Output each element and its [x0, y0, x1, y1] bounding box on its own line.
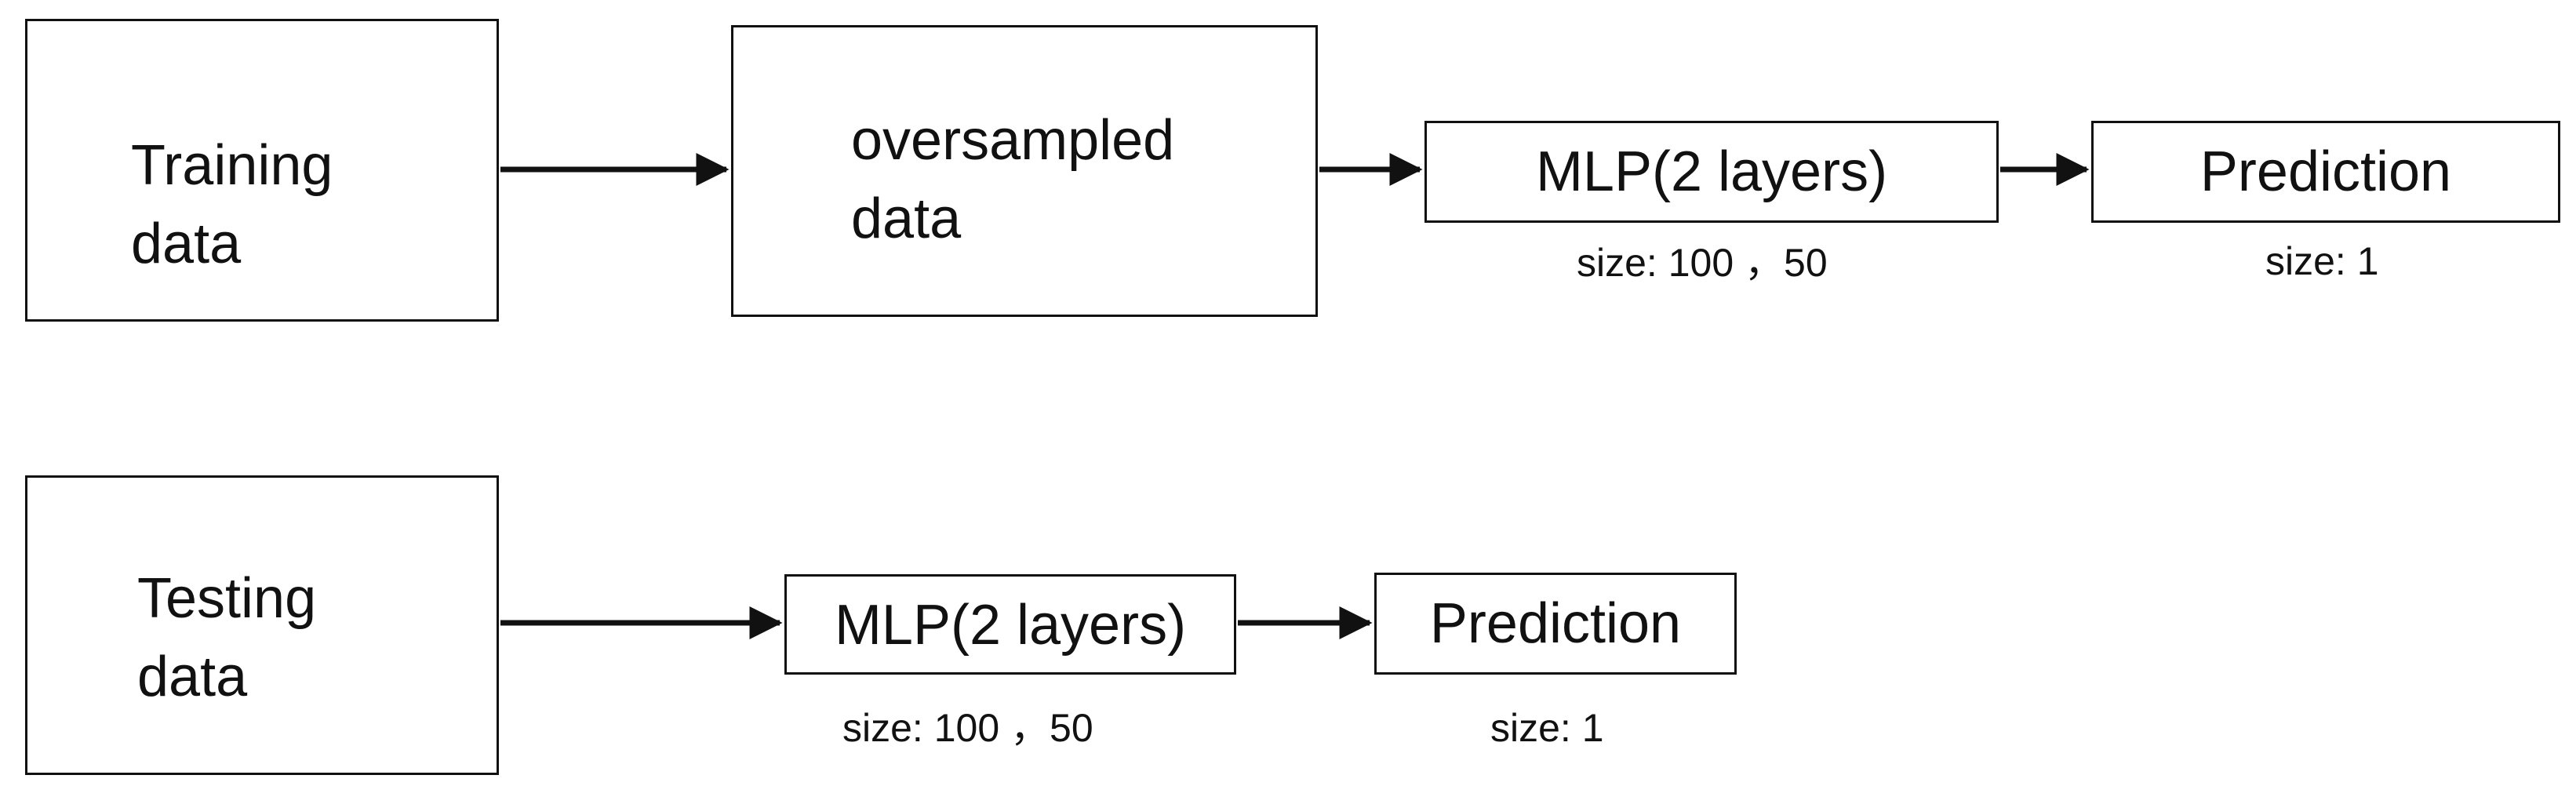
prediction-size-caption-test: size: 1: [1490, 706, 1604, 750]
mlp-label-test: MLP(2 layers): [834, 594, 1187, 657]
training-data-label-line2: data: [131, 213, 242, 275]
oversampled-data-label-line1: oversampled: [851, 109, 1175, 172]
mlp-size-caption-train: size: 100 ，50: [1577, 241, 1828, 285]
prediction-box-train: Prediction: [2091, 121, 2560, 223]
training-data-box: Training data: [25, 19, 499, 322]
mlp-box-test: MLP(2 layers): [784, 574, 1236, 675]
testing-data-label-line1: Testing: [137, 567, 317, 630]
oversampled-data-box: oversampled data: [731, 25, 1318, 317]
testing-data-box: Testing data: [25, 475, 499, 775]
prediction-size-caption-train: size: 1: [2265, 239, 2379, 283]
training-data-label-line1: Training: [131, 134, 333, 197]
prediction-box-test: Prediction: [1374, 573, 1737, 675]
testing-data-label-line2: data: [137, 646, 248, 708]
mlp-box-train: MLP(2 layers): [1424, 121, 1999, 223]
prediction-label-test: Prediction: [1429, 592, 1682, 655]
mlp-size-caption-test: size: 100 ，50: [842, 706, 1093, 750]
oversampled-data-label-line2: data: [851, 187, 962, 250]
mlp-label-train: MLP(2 layers): [1535, 140, 1888, 203]
prediction-label-train: Prediction: [2199, 140, 2452, 203]
